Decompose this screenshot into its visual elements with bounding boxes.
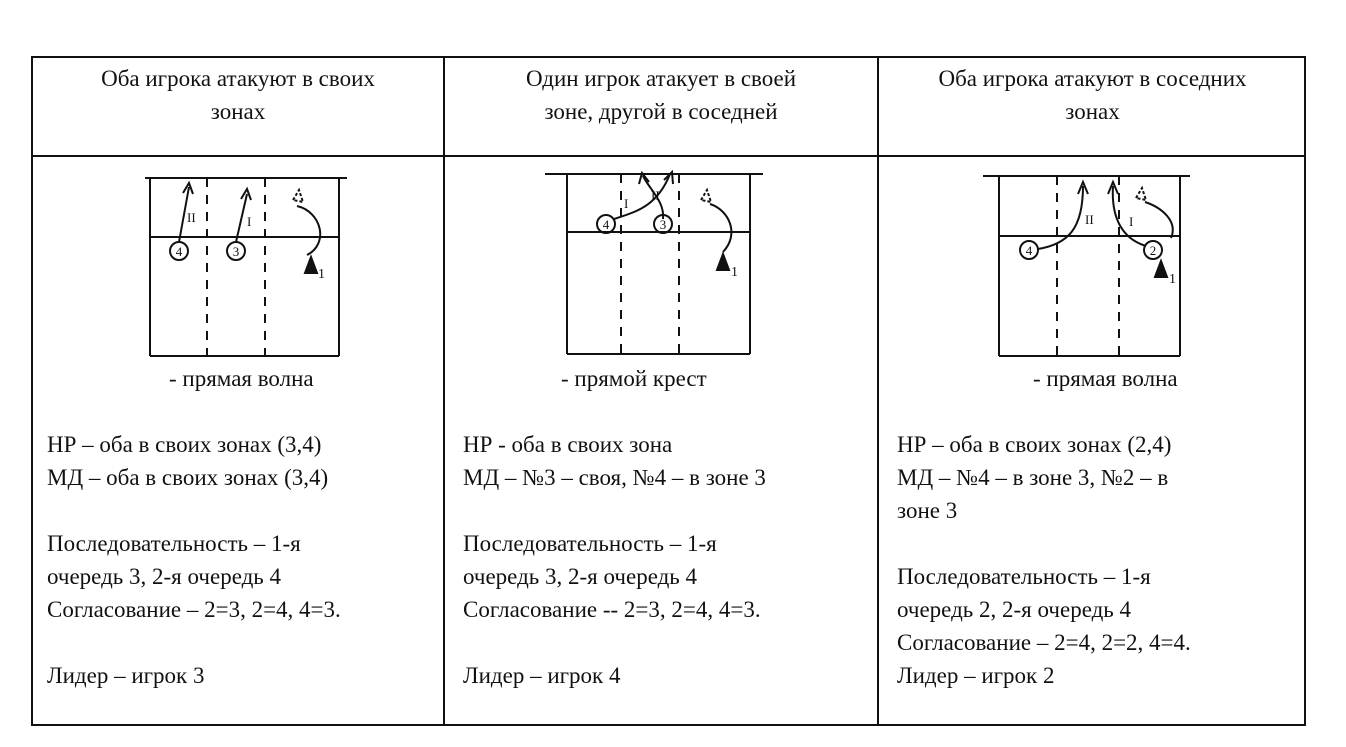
setter-triangle bbox=[715, 251, 731, 271]
text-line: очередь 3, 2-я очередь 4 bbox=[47, 564, 282, 589]
text-line: очередь 2, 2-я очередь 4 bbox=[897, 597, 1132, 622]
setter-label: 1 bbox=[731, 265, 738, 280]
player-label: 3 bbox=[660, 217, 667, 232]
arrow-label: II bbox=[1085, 212, 1094, 227]
text-line: очередь 3, 2-я очередь 4 bbox=[463, 564, 698, 589]
header-line: Один игрок атакует в своей bbox=[525, 66, 797, 91]
text-line: Согласование -- 2=3, 2=4, 4=3. bbox=[463, 597, 761, 622]
player-circle bbox=[653, 214, 673, 234]
court-diagram-1: 4 3 II I 1 bbox=[145, 174, 355, 359]
court-diagram-2: 4 3 I II 1 bbox=[545, 169, 765, 357]
player-label: 4 bbox=[176, 244, 183, 259]
player-circle bbox=[1019, 240, 1039, 260]
text-line: Согласование – 2=3, 2=4, 4=3. bbox=[47, 597, 341, 622]
text-line bbox=[897, 527, 1297, 560]
attack-path bbox=[1037, 185, 1084, 250]
arrow-head bbox=[182, 180, 194, 195]
arrow-label: I bbox=[1129, 214, 1133, 229]
setter-path bbox=[296, 205, 322, 256]
diagram-caption: - прямой крест bbox=[561, 366, 707, 391]
text-line: Последовательность – 1-я bbox=[47, 531, 301, 556]
header-divider bbox=[33, 155, 1304, 157]
column-header-1: Оба игрока атакуют в своих зонах bbox=[33, 58, 443, 156]
column-header-3: Оба игрока атакуют в соседних зонах bbox=[879, 58, 1306, 156]
attack-path bbox=[235, 193, 248, 243]
arrow-head bbox=[1107, 179, 1119, 195]
header-line: зонах bbox=[210, 99, 266, 124]
diagram-caption: - прямая волна bbox=[169, 366, 314, 391]
setter-triangle bbox=[1153, 258, 1169, 278]
column-description-3: НР – оба в своих зонах (2,4) МД – №4 – в… bbox=[897, 428, 1297, 692]
arrow-label: II bbox=[651, 188, 660, 203]
setter-label: 1 bbox=[1169, 272, 1176, 287]
column-description-1: НР – оба в своих зонах (3,4) МД – оба в … bbox=[47, 428, 437, 692]
header-line: зонах bbox=[1065, 99, 1120, 124]
arrow-head bbox=[663, 169, 674, 185]
tactics-table: Оба игрока атакуют в своих зонах Один иг… bbox=[31, 56, 1306, 726]
arrow-label: I bbox=[624, 196, 628, 211]
player-label: 4 bbox=[1026, 243, 1033, 258]
header-line: Оба игрока атакуют в своих bbox=[101, 66, 375, 91]
text-line: Лидер – игрок 3 bbox=[47, 663, 205, 688]
text-line: Лидер – игрок 4 bbox=[463, 663, 621, 688]
column-divider bbox=[443, 58, 445, 724]
text-line: НР - оба в своих зона bbox=[463, 432, 673, 457]
target-triangle bbox=[1134, 185, 1148, 202]
target-triangle bbox=[291, 187, 305, 204]
diagram-caption: - прямая волна bbox=[1033, 366, 1178, 391]
attack-path bbox=[178, 186, 190, 243]
player-label: 2 bbox=[1150, 243, 1157, 258]
text-line: Лидер – игрок 2 bbox=[897, 663, 1055, 688]
setter-path bbox=[709, 203, 733, 253]
player-circle bbox=[226, 241, 246, 261]
text-line: Согласование – 2=4, 2=2, 4=4. bbox=[897, 630, 1191, 655]
column-divider bbox=[877, 58, 879, 724]
attack-path bbox=[613, 173, 671, 220]
text-line bbox=[47, 626, 437, 659]
text-line: Последовательность – 1-я bbox=[463, 531, 717, 556]
player-circle bbox=[1143, 240, 1163, 260]
text-line bbox=[463, 494, 873, 527]
text-line: НР – оба в своих зонах (2,4) bbox=[897, 432, 1172, 457]
text-line: МД – №4 – в зоне 3, №2 – в bbox=[897, 465, 1169, 490]
player-label: 4 bbox=[603, 217, 610, 232]
text-line: МД – оба в своих зонах (3,4) bbox=[47, 465, 329, 490]
text-line bbox=[463, 626, 873, 659]
arrow-label: II bbox=[187, 210, 196, 225]
target-triangle bbox=[699, 187, 713, 204]
arrow-head bbox=[1077, 179, 1089, 195]
header-line: Оба игрока атакуют в соседних bbox=[938, 66, 1247, 91]
setter-label: 1 bbox=[318, 267, 325, 282]
arrow-head bbox=[638, 170, 650, 185]
text-line bbox=[47, 494, 437, 527]
player-circle bbox=[169, 241, 189, 261]
arrow-label: I bbox=[247, 214, 251, 229]
player-label: 3 bbox=[233, 244, 240, 259]
column-description-2: НР - оба в своих зона МД – №3 – своя, №4… bbox=[463, 428, 873, 692]
text-line: Последовательность – 1-я bbox=[897, 564, 1151, 589]
arrow-head bbox=[240, 186, 252, 201]
header-line: зоне, другой в соседней bbox=[544, 99, 778, 124]
setter-path bbox=[1144, 201, 1174, 239]
text-line: зоне 3 bbox=[897, 498, 958, 523]
player-circle bbox=[596, 214, 616, 234]
text-line: НР – оба в своих зонах (3,4) bbox=[47, 432, 322, 457]
column-header-2: Один игрок атакует в своей зоне, другой … bbox=[445, 58, 877, 156]
attack-path bbox=[1111, 185, 1147, 247]
text-line: МД – №3 – своя, №4 – в зоне 3 bbox=[463, 465, 766, 490]
court-diagram-3: 4 2 II I 1 bbox=[983, 174, 1193, 359]
setter-triangle bbox=[303, 254, 319, 274]
